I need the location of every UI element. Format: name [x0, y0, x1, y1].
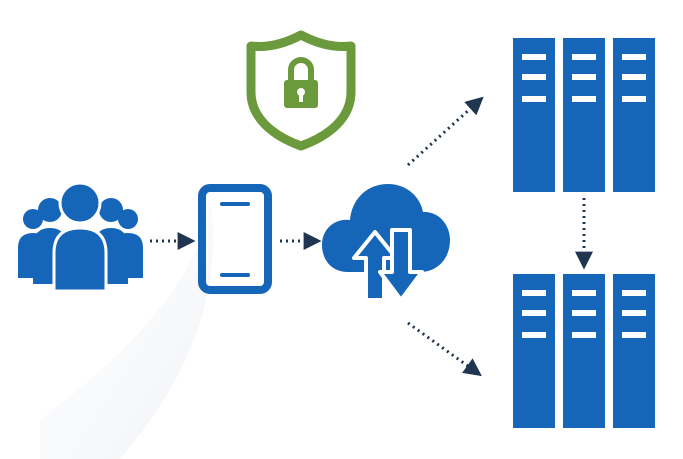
- shield-lock-icon: [246, 30, 356, 151]
- user-group-icon: [18, 181, 143, 293]
- arrow-cloud-to-server-bottom: [407, 321, 482, 377]
- tablet-icon: [198, 184, 272, 294]
- background-swoosh: [40, 200, 214, 459]
- server-rack-icon: [513, 38, 655, 192]
- server-rack-icon: [513, 274, 655, 428]
- arrow-cloud-to-server-top: [406, 96, 484, 167]
- cloud-upload-download-icon: [322, 184, 450, 302]
